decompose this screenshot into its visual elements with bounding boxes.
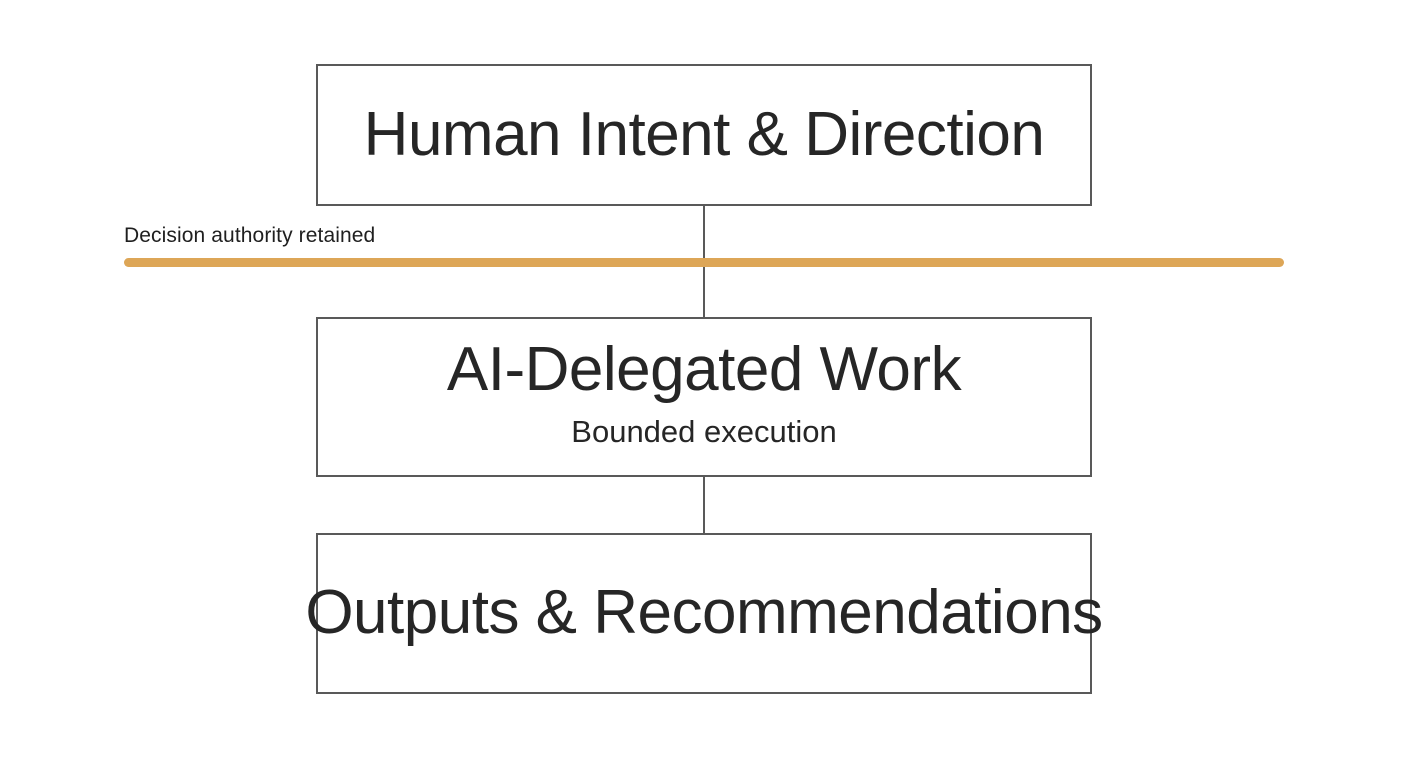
node-outputs-recommendations: Outputs & Recommendations [305, 533, 1103, 694]
connector-ai-to-outputs [703, 477, 705, 533]
node-ai-delegated-work: AI-Delegated Work Bounded execution [316, 317, 1092, 477]
decision-authority-boundary-line [124, 258, 1284, 267]
node-ai-delegated-work-subtitle: Bounded execution [571, 413, 837, 449]
node-outputs-recommendations-title: Outputs & Recommendations [305, 578, 1103, 648]
node-ai-delegated-work-title: AI-Delegated Work [446, 335, 962, 405]
node-human-intent-title: Human Intent & Direction [363, 99, 1045, 169]
node-human-intent: Human Intent & Direction [316, 64, 1092, 206]
decision-authority-boundary-label: Decision authority retained [124, 224, 376, 247]
